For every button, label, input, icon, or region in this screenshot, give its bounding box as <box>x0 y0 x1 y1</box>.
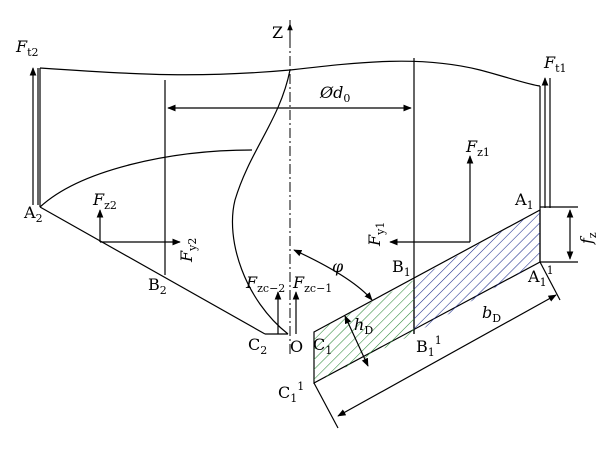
label-c1-1: C11 <box>278 380 304 405</box>
label-hd: hD <box>354 315 373 337</box>
label-b1: B1 <box>392 257 411 279</box>
label-fz-dim: fz <box>577 232 599 245</box>
label-a1-1: A11 <box>527 264 554 289</box>
bd-ext-1 <box>539 261 561 301</box>
label-diameter: Ød0 <box>319 83 350 105</box>
label-fz2: Fz2 <box>92 190 117 212</box>
label-fz1: Fz1 <box>465 137 490 159</box>
label-b1-1: B11 <box>416 334 442 359</box>
bottom-left-edge <box>39 206 266 335</box>
label-ft2: Ft2 <box>15 37 39 59</box>
label-o: O <box>290 337 303 356</box>
label-b2: B2 <box>148 275 167 297</box>
label-fzc1: Fzc−1 <box>292 273 332 295</box>
label-c2: C2 <box>248 335 267 357</box>
cutting-edge-curve <box>231 69 291 335</box>
bd-ext-2 <box>313 382 339 429</box>
label-ft1: Ft1 <box>543 53 567 75</box>
a2-arc <box>39 149 253 208</box>
label-bd: bD <box>482 303 501 325</box>
phi-arc <box>293 249 373 301</box>
label-fy2: Fy2 <box>177 238 199 263</box>
label-phi: φ <box>332 257 344 276</box>
label-z-axis: Z <box>272 23 283 42</box>
label-a2: A2 <box>23 203 43 225</box>
label-c1: C1 <box>313 335 332 357</box>
label-fzc2: Fzc−2 <box>245 273 285 295</box>
top-outline <box>39 60 541 87</box>
label-a1: A1 <box>514 190 534 212</box>
label-fy1: Fy1 <box>365 222 387 247</box>
blue-hatched-face <box>414 210 540 334</box>
bd-dim-line <box>337 294 557 417</box>
